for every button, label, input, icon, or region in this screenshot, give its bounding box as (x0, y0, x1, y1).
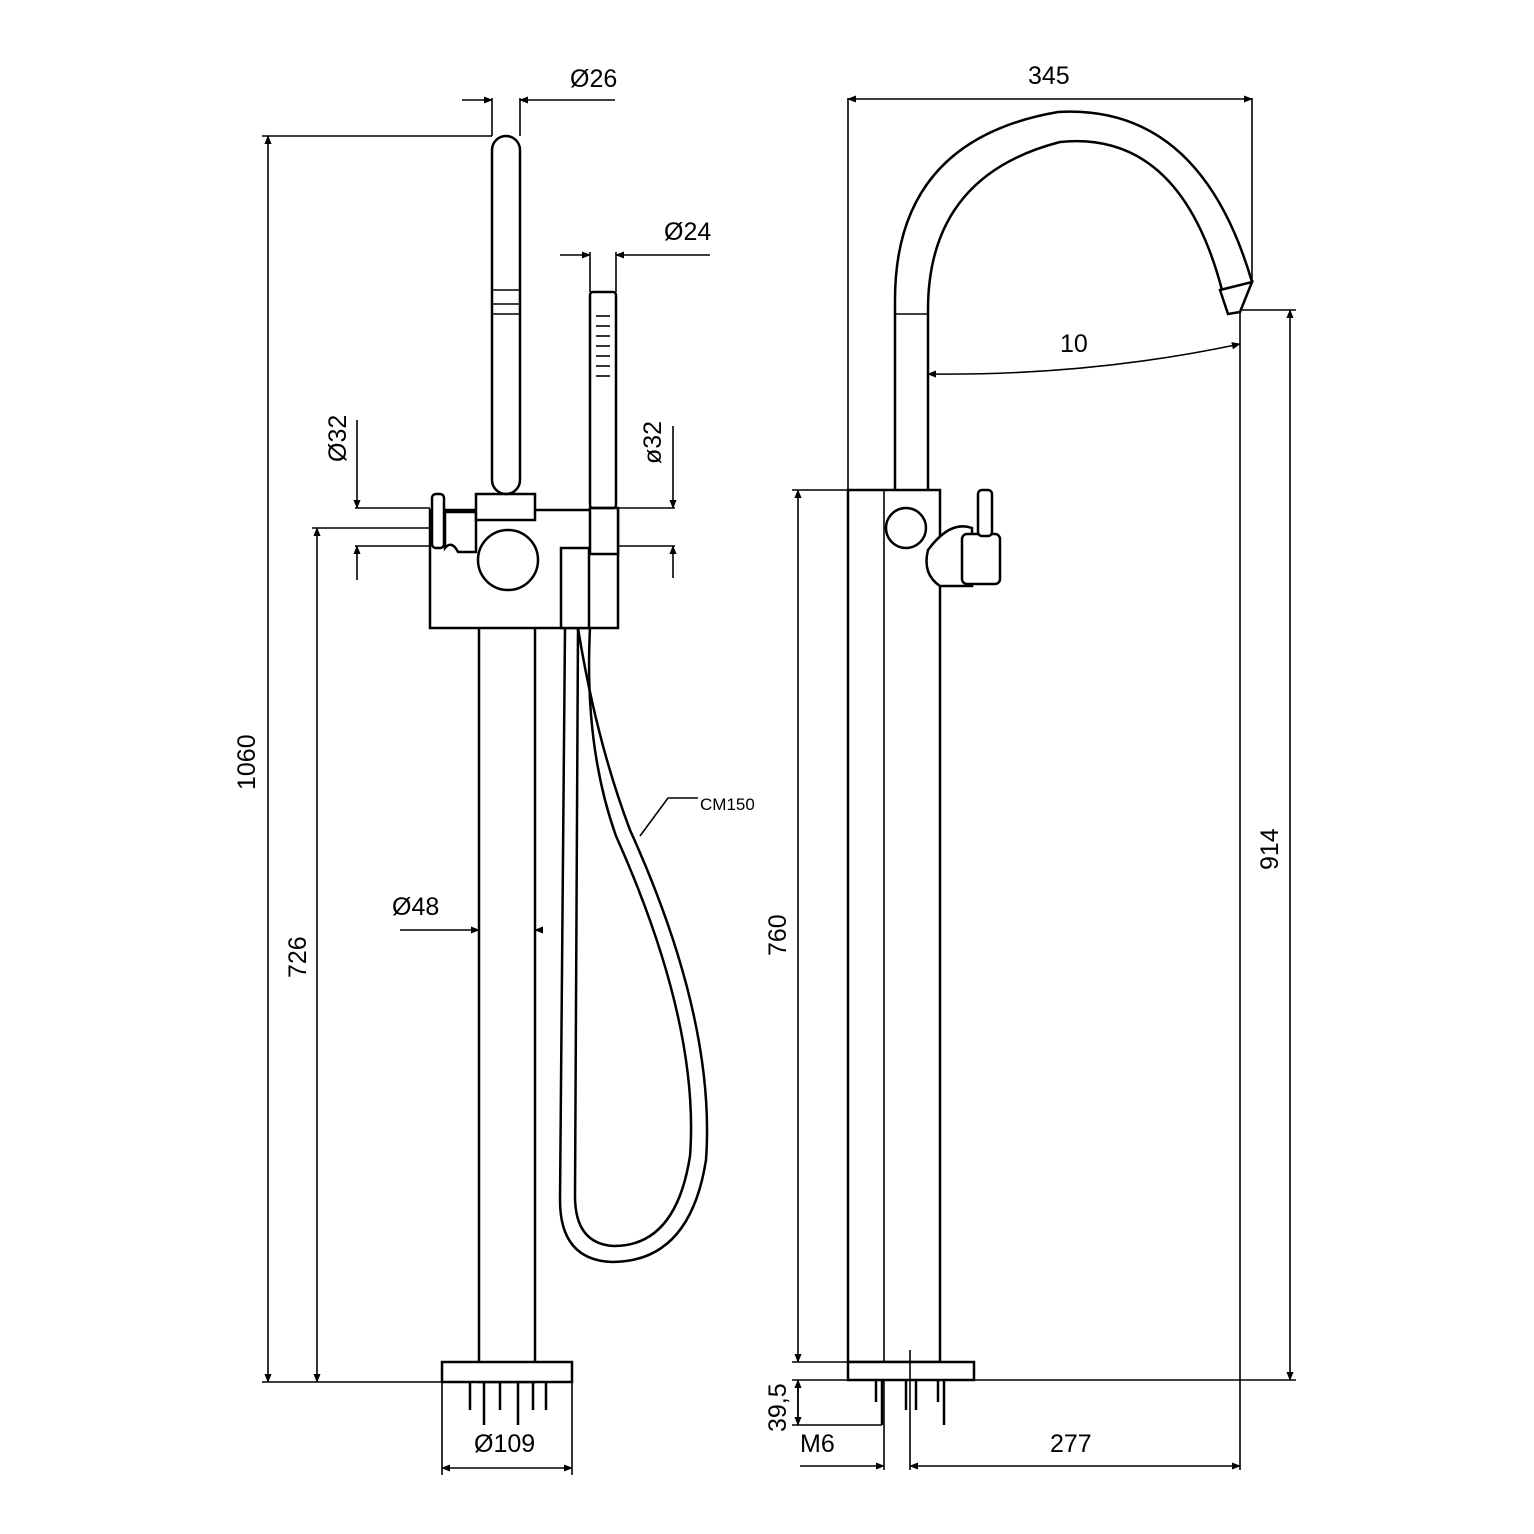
cartridge-left (443, 510, 478, 554)
hand-shower (588, 290, 618, 510)
dim-body-height: 726 (284, 936, 312, 978)
side-lever-stem (976, 488, 994, 538)
front-dimensions: Ø26 Ø24 Ø32 ø32 1060 726 Ø48 (233, 65, 755, 1475)
base-fixings (468, 1382, 548, 1425)
dim-body-diameter-left: Ø32 (324, 415, 352, 462)
front-view (428, 134, 709, 1425)
dim-spout-reach: 345 (1028, 62, 1070, 90)
shower-riser (490, 134, 522, 496)
side-base-fixings (874, 1380, 946, 1425)
shower-hose (558, 627, 709, 1264)
side-column (846, 488, 942, 1364)
side-diverter-knob (884, 506, 928, 550)
dim-thread: M6 (800, 1430, 835, 1458)
dim-hand-shower-diameter: Ø24 (664, 218, 711, 246)
dim-total-height: 1060 (233, 734, 261, 790)
side-view (846, 110, 1255, 1470)
lever-handle-left (430, 492, 446, 550)
dim-side-body-height: 760 (764, 914, 792, 956)
side-cartridge (925, 525, 974, 588)
dim-base-thickness: 39,5 (764, 1383, 792, 1432)
dim-base-diameter: Ø109 (474, 1430, 535, 1458)
top-cap (474, 492, 537, 522)
side-lever (960, 532, 1002, 586)
side-base-plate (846, 1360, 976, 1382)
dim-column-diameter: Ø48 (392, 893, 439, 921)
base-plate (440, 1360, 574, 1384)
dim-base-to-outlet: 277 (1050, 1430, 1092, 1458)
dim-spout-height: 914 (1256, 828, 1284, 870)
dim-spout-offset: 10 (1060, 330, 1088, 358)
spout (893, 110, 1254, 490)
hose-label: CM150 (700, 795, 755, 814)
hose-connector (588, 506, 620, 556)
dim-body-diameter-right: ø32 (639, 421, 667, 464)
side-dimensions: 345 10 914 760 39,5 M6 277 (764, 62, 1296, 1470)
hose-outlet (559, 546, 591, 630)
diverter-knob (476, 528, 540, 592)
dim-shower-head-diameter: Ø26 (570, 65, 617, 93)
hand-shower-grille (596, 315, 610, 377)
column (477, 598, 537, 1384)
